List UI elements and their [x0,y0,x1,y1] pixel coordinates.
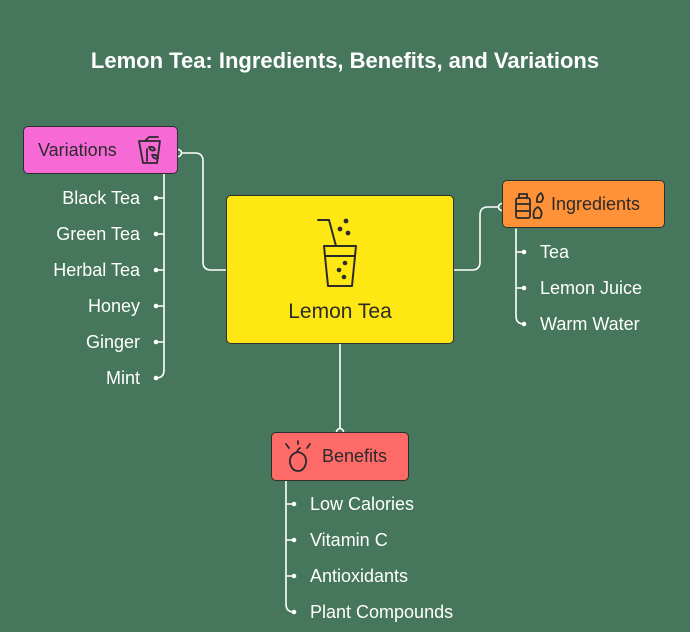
variation-item: Ginger [85,332,140,352]
variations-label: Variations [38,139,117,160]
sparkling-lemon-icon [283,440,313,479]
benefit-item: Plant Compounds [310,602,454,622]
jar-and-leaves-icon [514,190,546,225]
variation-item: Black Tea [62,188,140,208]
ingredient-item: Warm Water [540,314,640,334]
center-node: Lemon Tea [226,195,454,344]
benefits-label: Benefits [322,446,388,466]
cup-with-leaves-icon [136,135,166,170]
variation-item: Herbal Tea [53,260,140,280]
ingredients-label: Ingredients [551,193,641,214]
ingredient-item: Lemon Juice [540,278,643,298]
benefits-node[interactable]: Benefits [271,432,409,481]
variation-item: Honey [87,296,140,316]
variation-item: Green Tea [56,224,140,244]
variations-node[interactable]: Variations [23,126,178,174]
ingredients-node[interactable]: Ingredients [502,180,665,228]
variation-item: Mint [105,368,140,388]
glass-with-straw-icon [315,216,365,288]
ingredient-item: Tea [540,242,570,262]
benefit-item: Low Calories [310,494,415,514]
benefit-item: Vitamin C [310,530,388,550]
benefit-item: Antioxidants [310,566,409,586]
center-label: Lemon Tea [288,299,392,323]
diagram-title: Lemon Tea: Ingredients, Benefits, and Va… [90,48,600,73]
